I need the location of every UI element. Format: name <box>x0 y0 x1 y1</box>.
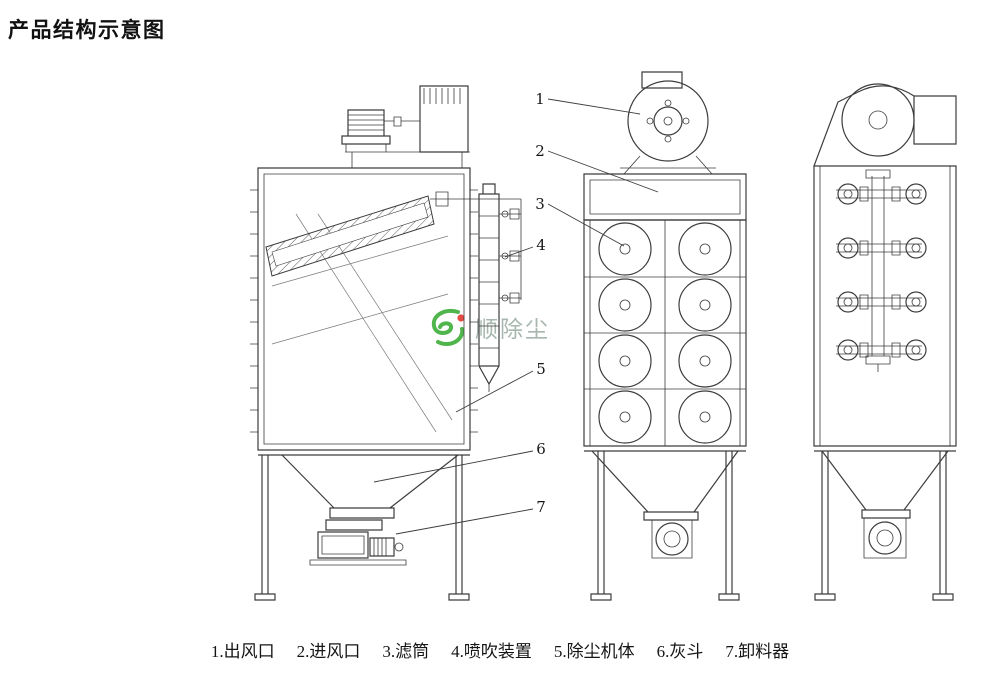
legend-item: 4.喷吹装置 <box>451 642 532 661</box>
leader-line <box>395 508 534 535</box>
fan-rear <box>813 83 957 167</box>
pulse-pipe <box>430 191 522 300</box>
side-view <box>250 85 522 601</box>
filter-cartridge-side <box>478 183 500 392</box>
filter-cartridge-circles <box>598 222 732 444</box>
leader-line <box>504 246 534 258</box>
callout-number: 6 <box>536 440 546 458</box>
callout-7: 7 <box>395 498 546 535</box>
legend-item: 3.滤筒 <box>382 642 430 661</box>
support-legs-front <box>590 451 740 601</box>
outlet-duct <box>345 85 470 168</box>
collector-body <box>250 167 478 456</box>
discharge-front <box>651 519 693 559</box>
inlet-duct <box>265 195 435 277</box>
discharger-side <box>309 519 407 566</box>
leader-line <box>455 370 534 413</box>
legend-item: 6.灰斗 <box>656 642 704 661</box>
legend-item: 1.出风口 <box>210 642 275 661</box>
legend-item: 5.除尘机体 <box>553 642 635 661</box>
support-legs-rear <box>814 451 954 601</box>
watermark: 顺除尘 <box>424 304 550 350</box>
support-legs-side <box>254 455 470 601</box>
callout-6: 6 <box>373 440 546 483</box>
callouts: 1 2 3 4 5 6 7 <box>373 90 659 535</box>
watermark-logo-icon <box>431 309 465 347</box>
callout-number: 5 <box>536 360 546 378</box>
callout-5: 5 <box>455 360 546 413</box>
ash-hopper-front <box>591 450 739 521</box>
callout-4: 4 <box>504 236 546 258</box>
pulse-valve-assembly <box>836 169 927 372</box>
legend-item: 2.进风口 <box>296 642 361 661</box>
discharge-rear <box>863 517 907 559</box>
ash-hopper-side <box>281 454 459 519</box>
rear-view <box>813 83 957 601</box>
callout-2: 2 <box>535 142 659 193</box>
inlet-plenum-front <box>583 173 747 221</box>
leader-line <box>547 98 641 115</box>
leader-line <box>373 450 534 483</box>
body-rear <box>813 165 957 452</box>
front-view <box>583 71 747 601</box>
callout-number: 7 <box>536 498 546 516</box>
legend-item: 7.卸料器 <box>725 642 790 661</box>
leader-line <box>547 150 659 193</box>
callout-number: 4 <box>536 236 546 254</box>
body-front <box>583 219 747 452</box>
pulse-injectors <box>499 208 521 304</box>
fan-motor <box>341 109 420 152</box>
fan-front <box>620 71 716 175</box>
callout-number: 1 <box>535 90 545 108</box>
callout-number: 2 <box>535 142 545 160</box>
leader-line <box>547 203 625 247</box>
callout-number: 3 <box>535 195 545 213</box>
legend: 1.出风口 2.进风口 3.滤筒 4.喷吹装置 5.除尘机体 6.灰斗 7.卸料… <box>0 637 1000 662</box>
callout-1: 1 <box>535 90 641 115</box>
callout-3: 3 <box>535 195 625 247</box>
ash-hopper-rear <box>821 450 949 519</box>
page-title: 产品结构示意图 <box>8 19 166 42</box>
watermark-text: 顺除尘 <box>475 317 550 342</box>
